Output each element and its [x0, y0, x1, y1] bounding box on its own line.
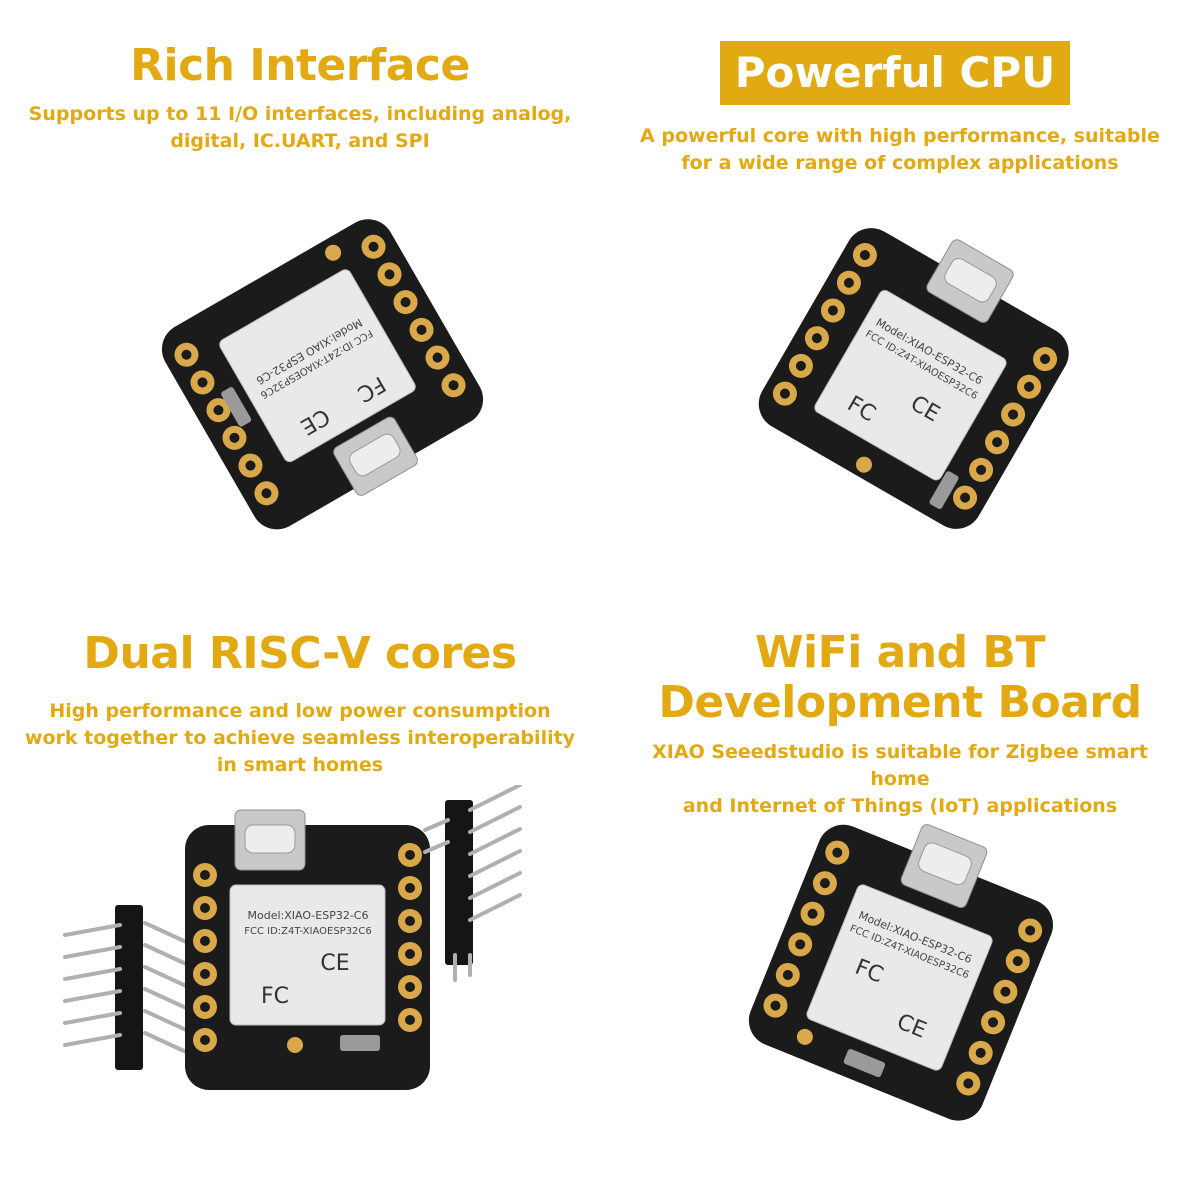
subtitle-line: for a wide range of complex applications	[681, 152, 1119, 174]
antenna-connector	[796, 1028, 813, 1045]
subtitle-line: in smart homes	[216, 754, 384, 776]
board-image: Model:XIAO-ESP32-C6 FCC ID:Z4T-XIAOESP32…	[748, 824, 1054, 1121]
panel-subtitle: High performance and low power consumpti…	[20, 698, 580, 779]
title-line: WiFi and BT	[755, 627, 1045, 678]
panel-dual-risc-v: Dual RISC-V cores High performance and l…	[0, 600, 600, 1200]
board-image: Model:XIAO-ESP32-C6 FCC ID:Z4T-XIAOESP32…	[758, 228, 1069, 529]
subtitle-line: and Internet of Things (IoT) application…	[682, 795, 1118, 817]
subtitle-line: Supports up to 11 I/O interfaces, includ…	[28, 103, 572, 125]
panel-subtitle: XIAO Seeedstudio is suitable for Zigbee …	[620, 739, 1180, 820]
subtitle-line: XIAO Seeedstudio is suitable for Zigbee …	[652, 741, 1148, 790]
panel-title: Rich Interface	[130, 40, 470, 91]
board-with-headers-image: Model:XIAO-ESP32-C6 FCC ID:Z4T-XIAOESP32…	[63, 785, 522, 1090]
antenna-connector	[325, 244, 342, 261]
panel-subtitle: A powerful core with high performance, s…	[620, 123, 1180, 177]
title-line: Development Board	[658, 677, 1142, 728]
panel-wifi-bt: WiFi and BT Development Board XIAO Seeed…	[600, 600, 1200, 1200]
panel-title: WiFi and BT Development Board	[600, 628, 1200, 728]
antenna-connector	[287, 1037, 303, 1053]
panel-title: Dual RISC-V cores	[83, 628, 517, 679]
panel-rich-interface: Rich Interface Supports up to 11 I/O int…	[0, 0, 600, 600]
antenna-connector	[856, 456, 872, 473]
model-text: Model:XIAO-ESP32-C6	[248, 909, 369, 922]
pin-header-right	[423, 785, 522, 982]
fc-mark: FC	[261, 984, 289, 1009]
subtitle-line: digital, IC.UART, and SPI	[170, 130, 430, 152]
subtitle-line: A powerful core with high performance, s…	[640, 125, 1160, 147]
panel-powerful-cpu: Powerful CPU A powerful core with high p…	[600, 0, 1200, 600]
panel-subtitle: Supports up to 11 I/O interfaces, includ…	[20, 101, 580, 155]
panel-title-badge: Powerful CPU	[720, 41, 1070, 105]
subtitle-line: work together to achieve seamless intero…	[24, 727, 576, 749]
subtitle-line: High performance and low power consumpti…	[49, 700, 551, 722]
fcc-text: FCC ID:Z4T-XIAOESP32C6	[244, 926, 372, 937]
ce-mark: CE	[320, 951, 349, 976]
board-image: Model:XIAO ESP32-C6 FCC ID:Z4T-XIAOESP32…	[161, 219, 484, 530]
